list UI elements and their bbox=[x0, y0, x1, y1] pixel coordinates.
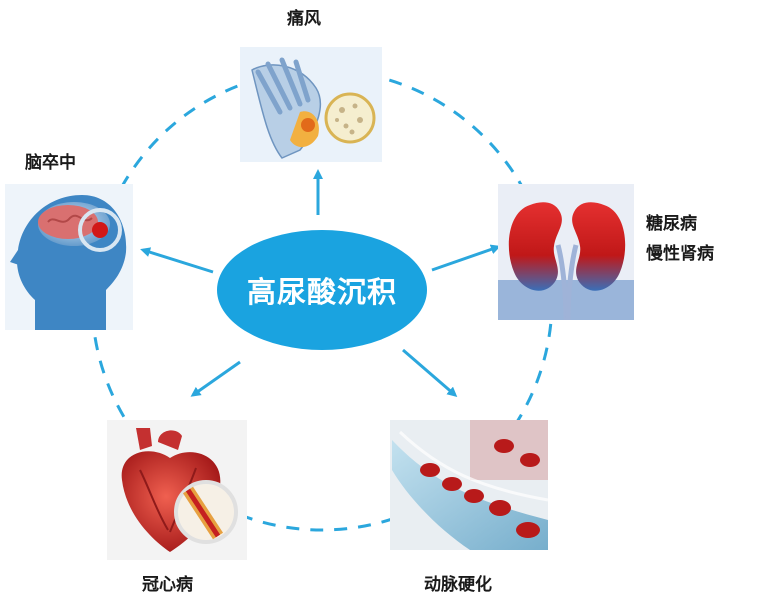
kidney-illustration bbox=[498, 184, 634, 321]
label-stroke: 脑卒中 bbox=[25, 153, 76, 173]
label-chd: 冠心病 bbox=[142, 575, 193, 595]
center-label: 高尿酸沉积 bbox=[246, 275, 397, 309]
arrow-to-atherosclerosis bbox=[402, 348, 458, 397]
vessel-illustration bbox=[390, 420, 549, 550]
center-ellipse bbox=[217, 230, 427, 350]
gout-illustration bbox=[240, 47, 382, 162]
label-diabetes: 糖尿病 bbox=[646, 214, 697, 234]
arrow-to-diabetes bbox=[431, 244, 501, 272]
heart-illustration bbox=[107, 420, 247, 560]
arrow-to-chd bbox=[190, 360, 241, 397]
arrow-to-stroke bbox=[140, 247, 214, 274]
label-gout: 痛风 bbox=[287, 9, 321, 29]
stroke-illustration bbox=[5, 184, 133, 330]
label-atherosclerosis: 动脉硬化 bbox=[424, 575, 492, 595]
label-ckd: 慢性肾病 bbox=[646, 244, 714, 264]
